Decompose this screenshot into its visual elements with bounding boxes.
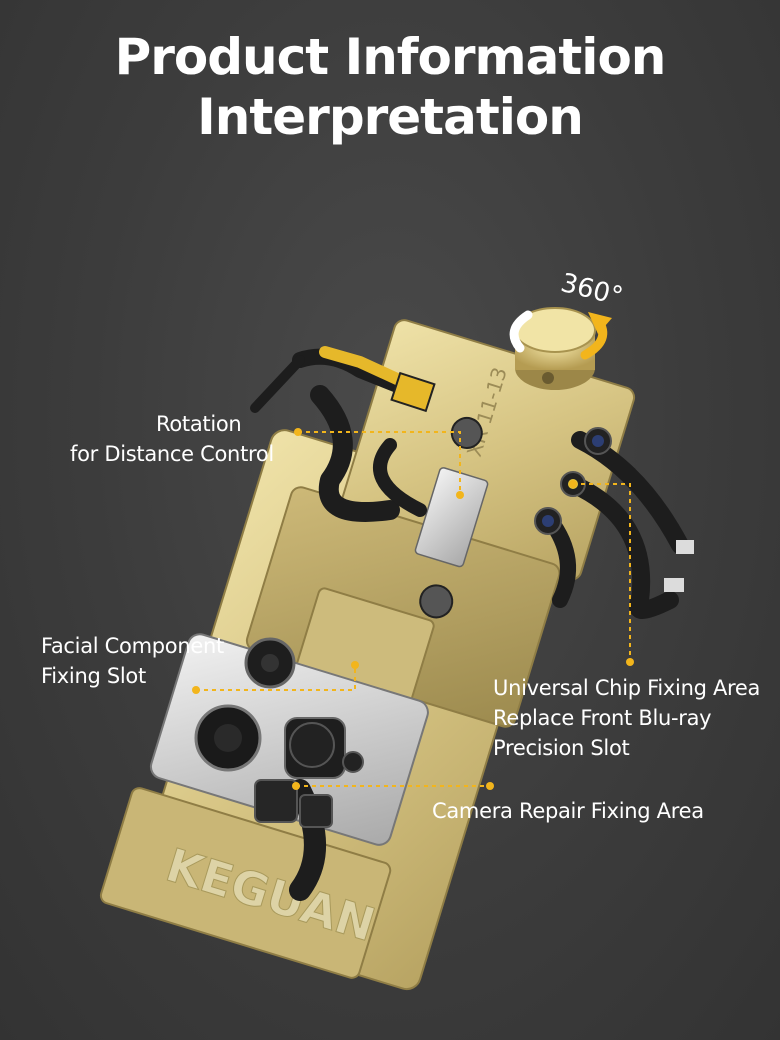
callout-universal-line1: Universal Chip Fixing Area <box>493 676 761 700</box>
center-chip-holder <box>414 467 489 568</box>
arrowhead-yellow-icon <box>588 312 612 334</box>
callout-rotation-line1: Rotation <box>156 412 242 436</box>
callout-universal-line2: Replace Front Blu-ray <box>493 706 712 730</box>
flex-tip-silver-2 <box>664 578 684 592</box>
page-title-line1: Product Information <box>114 28 667 86</box>
callout-facial-line1: Facial Component <box>41 634 224 658</box>
yellow-flex-cable <box>319 346 416 391</box>
logo-plate <box>99 787 392 979</box>
rotation-knob <box>514 307 596 390</box>
callout-rotation-line2: for Distance Control <box>70 442 274 466</box>
page-title-line2: Interpretation <box>197 88 584 146</box>
rear-camera-lenses <box>194 637 364 828</box>
callout-camera: Camera Repair Fixing Area <box>432 799 704 823</box>
rotation-arrow-white-icon <box>509 310 533 353</box>
callout-dots <box>192 428 634 790</box>
yellow-flex-connector <box>390 371 436 413</box>
callout-facial-line2: Fixing Slot <box>41 664 146 688</box>
callout-leaders <box>196 431 631 787</box>
screw-mid <box>419 584 454 619</box>
callout-universal-line3: Precision Slot <box>493 736 630 760</box>
flex-tip-silver <box>676 540 694 554</box>
